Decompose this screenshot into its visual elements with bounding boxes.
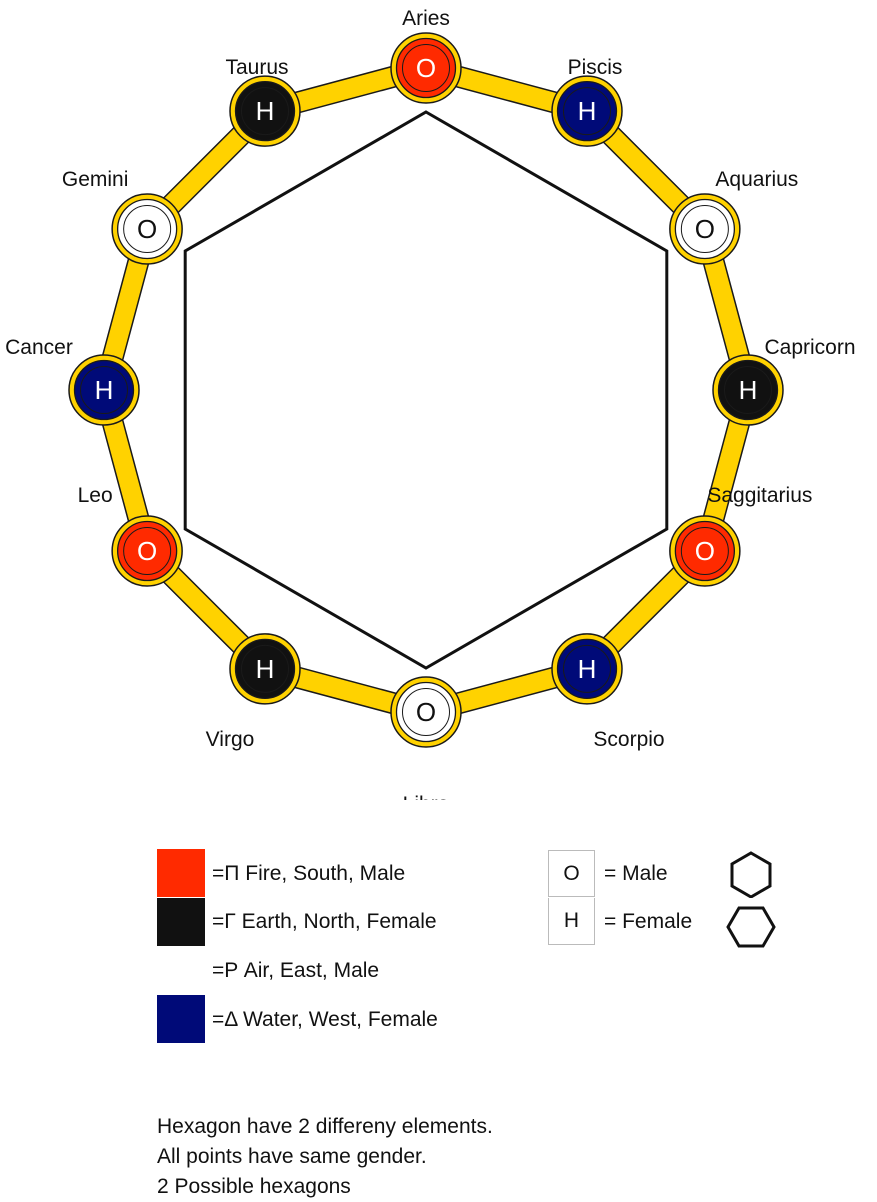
- legend-female-text: = Female: [604, 910, 693, 933]
- sign-label-scorpio: Scorpio: [593, 728, 664, 751]
- female-hexagon-icon: [726, 906, 776, 948]
- legend-air-text: =Ρ Air, East, Male: [212, 959, 380, 982]
- sign-label-capricorn: Capricorn: [764, 336, 855, 359]
- sign-labels: AriesPiscisAquariusCapricornSaggitariusS…: [5, 7, 855, 800]
- sign-node-virgo: H: [229, 633, 301, 705]
- sign-label-gemini: Gemini: [62, 168, 129, 191]
- note-line: Hexagon have 2 differeny elements.: [157, 1115, 493, 1138]
- sign-node-aries: O: [390, 32, 462, 104]
- male-hexagon-icon: [730, 851, 772, 898]
- legend-water-text: =Δ Water, West, Female: [212, 1008, 438, 1031]
- yellow-ring: [93, 57, 759, 723]
- sign-node-libra: O: [390, 676, 462, 748]
- legend-male-symbol: O: [548, 850, 595, 897]
- sign-label-cancer: Cancer: [5, 336, 73, 359]
- legend-earth-text: =Γ Earth, North, Female: [212, 910, 437, 933]
- sign-node-letter: O: [137, 214, 157, 244]
- sign-node-saggitarius: O: [669, 515, 741, 587]
- sign-label-leo: Leo: [78, 484, 113, 507]
- sign-node-letter: H: [256, 96, 275, 126]
- legend-fire-swatch: [157, 849, 205, 897]
- sign-nodes: O H O H O H O H O H O H: [68, 32, 784, 748]
- sign-node-letter: O: [695, 536, 715, 566]
- sign-node-piscis: H: [551, 75, 623, 147]
- legend-air-swatch: [157, 946, 205, 994]
- sign-node-letter: O: [695, 214, 715, 244]
- legend-water-swatch: [157, 995, 205, 1043]
- inscribed-hexagon: [183, 110, 669, 670]
- sign-label-libra: Libra: [403, 793, 450, 800]
- sign-node-letter: O: [416, 697, 436, 727]
- sign-label-aquarius: Aquarius: [715, 168, 798, 191]
- sign-label-saggitarius: Saggitarius: [707, 484, 812, 507]
- legend-female-symbol: H: [548, 898, 595, 945]
- sign-node-aquarius: O: [669, 193, 741, 265]
- sign-node-letter: O: [416, 53, 436, 83]
- note-line: 2 Possible hexagons: [157, 1175, 351, 1198]
- note-line: All points have same gender.: [157, 1145, 427, 1168]
- sign-node-letter: H: [256, 654, 275, 684]
- sign-node-cancer: H: [68, 354, 140, 426]
- sign-node-letter: H: [578, 96, 597, 126]
- sign-node-taurus: H: [229, 75, 301, 147]
- legend-fire-text: =Π Fire, South, Male: [212, 862, 406, 885]
- sign-label-taurus: Taurus: [225, 56, 288, 79]
- sign-node-letter: O: [137, 536, 157, 566]
- zodiac-ring-diagram: O H O H O H O H O H O H AriesPiscisAquariusCapricor…: [5, 7, 855, 800]
- sign-node-leo: O: [111, 515, 183, 587]
- sign-node-gemini: O: [111, 193, 183, 265]
- sign-node-capricorn: H: [712, 354, 784, 426]
- sign-node-letter: H: [95, 375, 114, 405]
- notes: Hexagon have 2 differeny elements. All p…: [157, 1112, 493, 1202]
- sign-label-piscis: Piscis: [568, 56, 623, 79]
- sign-node-letter: H: [739, 375, 758, 405]
- sign-label-aries: Aries: [402, 7, 450, 30]
- sign-node-letter: H: [578, 654, 597, 684]
- legend-male-text: = Male: [604, 862, 668, 885]
- sign-node-scorpio: H: [551, 633, 623, 705]
- legend-earth-swatch: [157, 898, 205, 946]
- sign-label-virgo: Virgo: [206, 728, 255, 751]
